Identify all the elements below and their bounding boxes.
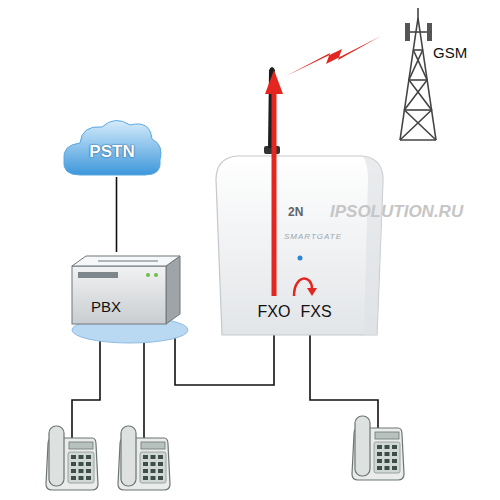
gsm-tower	[400, 8, 436, 140]
antenna-arm	[418, 31, 427, 33]
tower-brace	[404, 109, 431, 111]
telephone	[118, 426, 170, 490]
gateway-housing	[216, 156, 383, 335]
tower-mast	[417, 8, 419, 18]
node-outline	[212, 150, 387, 335]
tower-brace	[413, 49, 422, 51]
signal-arrow-shaft	[272, 92, 277, 296]
tower-brace	[400, 139, 436, 141]
tower-antenna-panel	[405, 23, 410, 41]
pbx-side	[166, 256, 180, 324]
cloud-outline	[64, 120, 161, 175]
gsm-gateway: FXO FXS	[212, 150, 387, 335]
pbx-unit: PBX	[68, 252, 193, 338]
pbx-light	[146, 273, 150, 277]
phone-wires	[72, 335, 378, 438]
status-led	[298, 256, 303, 261]
phone-wire	[310, 335, 378, 428]
tower-lattice	[400, 50, 432, 140]
wire-connector	[175, 335, 274, 385]
telephone	[46, 426, 98, 490]
pbx-front	[72, 266, 166, 324]
wire-connector	[116, 177, 118, 252]
port-name: FXS	[300, 303, 331, 321]
telephone	[352, 416, 404, 480]
network-name: PSTN	[89, 142, 134, 162]
pbx-display	[78, 272, 118, 278]
tower-antenna-panel	[427, 23, 432, 41]
node-outline	[68, 252, 193, 338]
tower-brace	[409, 79, 427, 81]
pbx-slot	[98, 260, 158, 262]
pstn-cloud: PSTN	[60, 115, 165, 177]
radio-link-bolt	[286, 36, 381, 76]
pbx-top	[72, 256, 180, 266]
device-name: PBX	[91, 298, 121, 315]
port-name: FXO	[258, 303, 291, 321]
gateway-side-shade	[362, 156, 383, 335]
loop-arrow	[294, 279, 312, 296]
signal-arrow-head	[265, 70, 283, 94]
antenna-arm	[410, 31, 418, 33]
network-name: GSM	[433, 44, 467, 61]
loop-arrow-head	[307, 288, 317, 296]
pbx-light	[154, 273, 158, 277]
phone-wire	[72, 341, 100, 438]
phone-wire	[143, 342, 145, 438]
